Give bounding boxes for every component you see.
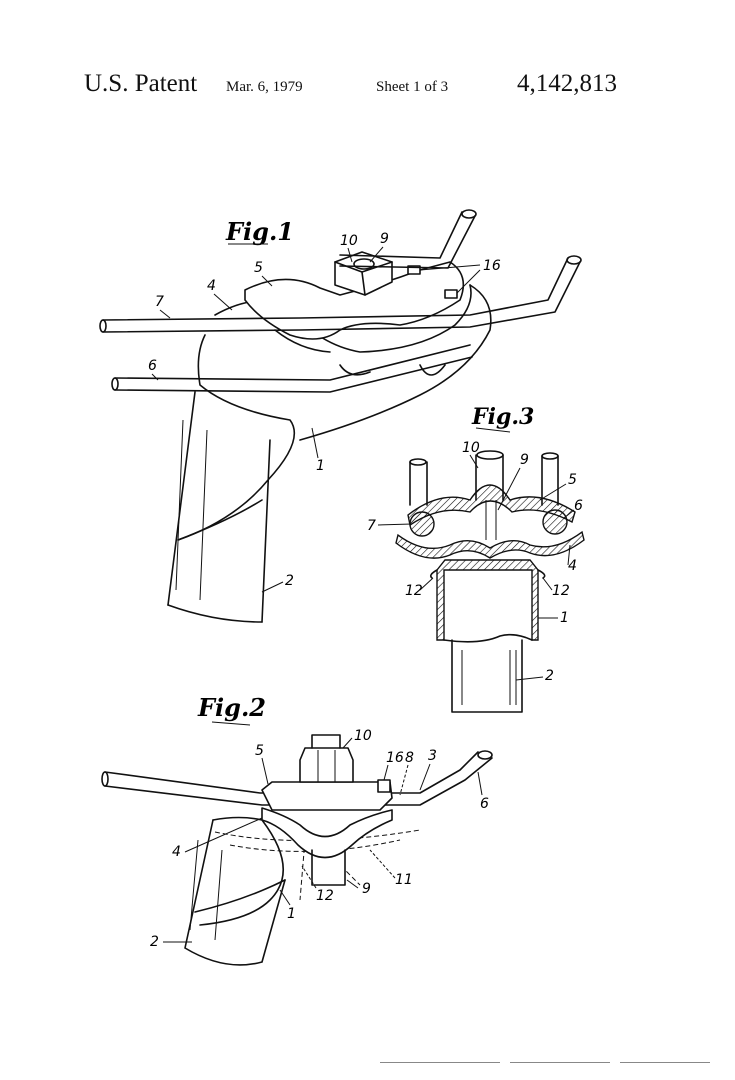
fig2-ref-8: 8	[405, 750, 414, 766]
fig2-cap-body	[199, 816, 284, 926]
fig2-ref-11: 11	[395, 872, 413, 888]
fig1-ref-16: 16	[483, 258, 501, 274]
fig2-bolt-shank	[311, 849, 346, 886]
fig1-cap-flank	[299, 284, 492, 441]
fig3-rail-6-stub	[541, 455, 559, 506]
fig2-ref-10: 10	[354, 728, 372, 744]
fig3-rail-7-stub	[409, 461, 428, 506]
fig1-ref-5: 5	[254, 260, 263, 276]
fig1-post	[167, 391, 271, 623]
fig2-ref-9: 9	[362, 881, 371, 897]
fig3-ref-4: 4	[568, 558, 577, 574]
fig2-ref-4: 4	[172, 844, 181, 860]
fig2-ref-6: 6	[480, 796, 489, 812]
patent-title: U.S. Patent	[84, 70, 198, 97]
fig1-lower-plate-inner	[274, 329, 331, 353]
patent-date: Mar. 6, 1979	[226, 79, 303, 95]
fig1-ref-2: 2	[285, 573, 294, 589]
fig2-clamp-plate	[261, 781, 393, 811]
fig3-label: Fig.3	[471, 404, 534, 430]
footer-rule-2	[510, 1062, 610, 1063]
fig3-ref-9: 9	[520, 452, 529, 468]
fig3-ref-7: 7	[367, 518, 376, 534]
fig3-ref-5: 5	[568, 472, 577, 488]
fig2-ref-5: 5	[255, 743, 264, 759]
fig2-label: Fig.2	[197, 693, 266, 722]
fig2-ref-3: 3	[428, 748, 437, 764]
fig2-bolt	[311, 734, 341, 749]
fig3-cap-sleeve-section	[436, 559, 539, 641]
fig1-ref-9: 9	[380, 231, 389, 247]
fig1-cap-body	[177, 334, 296, 541]
fig1-clamp-plate	[244, 261, 465, 340]
fig1-rail-6	[114, 344, 473, 393]
fig3-ref-12a: 12	[405, 583, 423, 599]
sheet-indicator: Sheet 1 of 3	[376, 79, 449, 95]
fig2-tab-16	[377, 779, 391, 793]
fig1-hooks	[339, 364, 446, 376]
fig3-ref-1: 1	[560, 610, 569, 626]
patent-number: 4,142,813	[517, 70, 617, 97]
fig1-bolt-end	[353, 258, 375, 270]
fig2-post	[184, 819, 286, 966]
fig3-clamp-plate-section	[407, 484, 576, 527]
fig2-rail	[104, 751, 493, 806]
fig1-ref-1: 1	[316, 458, 325, 474]
fig1-rail-7	[102, 257, 569, 321]
fig3-ref-10: 10	[462, 440, 480, 456]
fig2-nut	[299, 747, 354, 783]
fig2-ref-16: 16	[386, 750, 404, 766]
fig1-nut	[334, 251, 393, 296]
figure-1: Fig.1	[99, 209, 582, 623]
fig2-underline	[211, 721, 251, 726]
fig3-post-tube	[451, 639, 523, 713]
fig1-ref-6: 6	[148, 358, 157, 374]
fig3-underline	[475, 427, 511, 433]
fig3-lower-plate-section	[395, 530, 585, 559]
fig2-ref-1: 1	[287, 906, 296, 922]
figure-2: Fig.2 10 5 16 8 3 6	[101, 693, 493, 966]
fig3-ref-6: 6	[574, 498, 583, 514]
fig2-lower-plate	[261, 807, 393, 859]
fig3-ref-12b: 12	[552, 583, 570, 599]
fig1-ref-10: 10	[340, 233, 358, 249]
fig2-ref-12: 12	[316, 888, 334, 904]
fig1-ref-7: 7	[155, 294, 164, 310]
fig1-ref-4: 4	[207, 278, 216, 294]
footer-rule-1	[380, 1062, 500, 1063]
footer-rule-3	[620, 1062, 710, 1063]
patent-header: U.S. Patent Mar. 6, 1979 Sheet 1 of 3 4,…	[0, 70, 735, 110]
fig3-rail-6-section	[542, 509, 568, 535]
fig1-tab-16b	[444, 289, 458, 299]
fig1-label: Fig.1	[225, 217, 294, 246]
fig3-ref-2: 2	[545, 668, 554, 684]
fig3-rail-7-section	[409, 511, 435, 537]
fig2-ref-2: 2	[150, 934, 159, 950]
figure-3: Fig.3 10 9 5 6 7 4	[367, 404, 585, 713]
